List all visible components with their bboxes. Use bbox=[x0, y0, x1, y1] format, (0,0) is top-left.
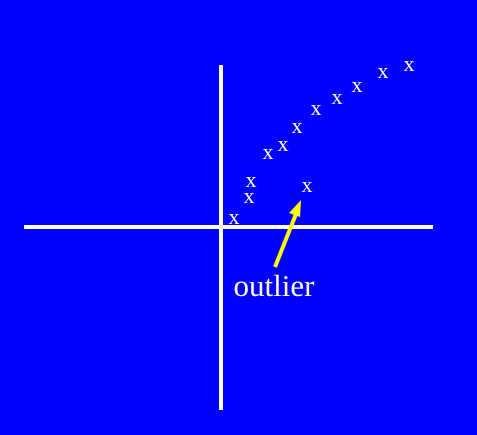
point-mark: x bbox=[246, 167, 257, 192]
outlier-label: outlier bbox=[234, 268, 316, 303]
point-mark: x bbox=[332, 84, 343, 109]
point-mark: x bbox=[278, 131, 289, 156]
arrow-shaft bbox=[273, 213, 298, 268]
point-mark: x bbox=[244, 183, 255, 208]
arrow-head-icon bbox=[289, 200, 301, 217]
point-mark: x bbox=[263, 139, 274, 164]
point-mark: x bbox=[404, 51, 415, 76]
point-mark: x bbox=[378, 58, 389, 83]
point-mark: x bbox=[292, 113, 303, 138]
outlier-point-mark: x bbox=[302, 172, 313, 197]
point-mark: x bbox=[311, 95, 322, 120]
outlier-arrow bbox=[273, 200, 301, 268]
point-mark: x bbox=[229, 204, 240, 229]
point-mark: x bbox=[352, 72, 363, 97]
